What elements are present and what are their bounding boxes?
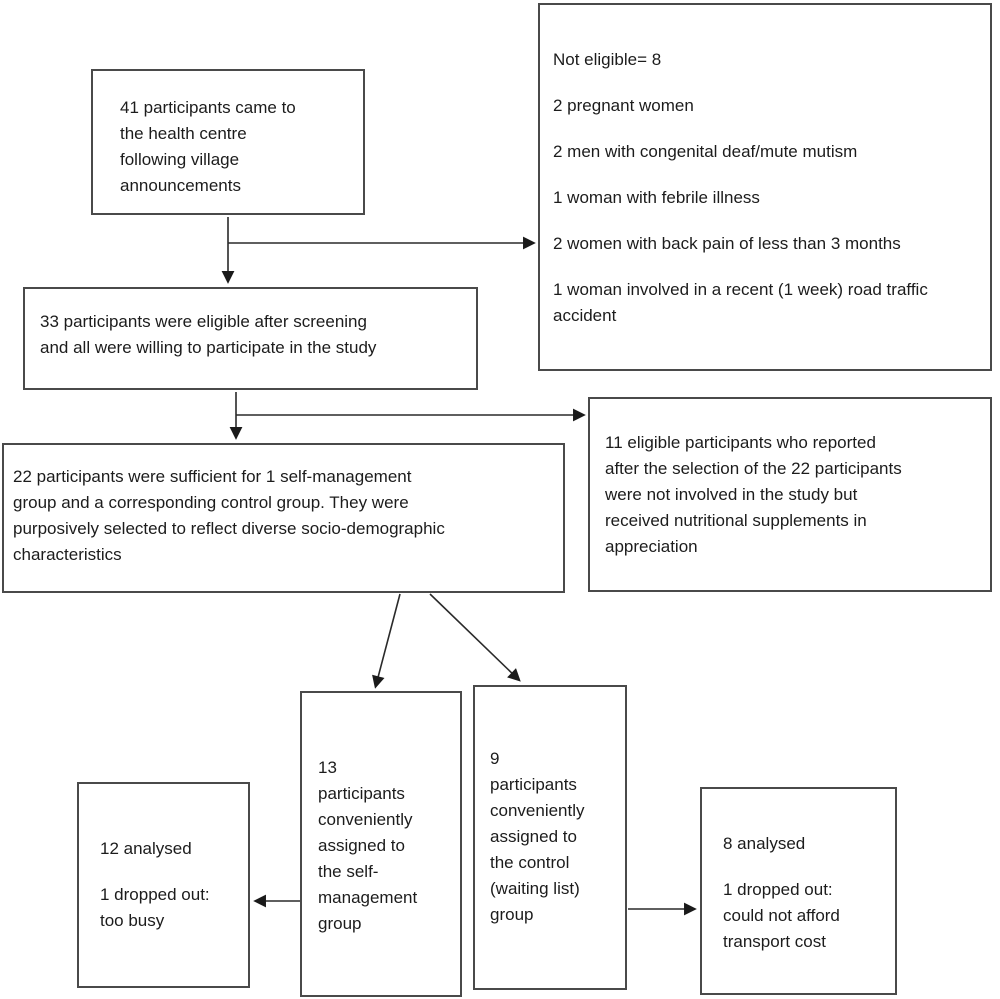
text-line: 13 [318, 758, 337, 777]
arrow-selected-to-self-management-group [372, 593, 401, 689]
box-control-analysed: 8 analysed 1 dropped out: could not affo… [700, 787, 897, 995]
text-line: group and a corresponding control group.… [13, 493, 409, 512]
text-line: assigned to [490, 827, 577, 846]
box-not-eligible: Not eligible= 8 2 pregnant women 2 men w… [538, 3, 992, 371]
box-control-group: 9 participants conveniently assigned to … [473, 685, 627, 990]
text-line: conveniently [318, 810, 413, 829]
text-line: the self- [318, 862, 379, 881]
text-line: group [490, 905, 534, 924]
text-line: 33 participants were eligible after scre… [40, 312, 367, 331]
text-line: announcements [120, 176, 241, 195]
text-line: participants [490, 775, 577, 794]
text-line: 41 participants came to [120, 98, 296, 117]
text-line: after the selection of the 22 participan… [605, 459, 902, 478]
text-line: group [318, 914, 362, 933]
text-line: 11 eligible participants who reported [605, 433, 876, 452]
text-line: participants [318, 784, 405, 803]
text-line: purposively selected to reflect diverse … [13, 519, 445, 538]
text-line: 1 woman with febrile illness [553, 188, 760, 207]
text-line: the control [490, 853, 570, 872]
text-line: assigned to [318, 836, 405, 855]
text-line: management [318, 888, 418, 907]
arrow-selected-to-control-group [429, 593, 521, 682]
box-self-management-analysed: 12 analysed 1 dropped out: too busy [77, 782, 250, 988]
text-line: 22 participants were sufficient for 1 se… [13, 467, 412, 486]
text-line: received nutritional supplements in [605, 511, 867, 530]
text-line: and all were willing to participate in t… [40, 338, 377, 357]
box-self-management-group: 13 participants conveniently assigned to… [300, 691, 462, 997]
text-line: 12 analysed [100, 839, 192, 858]
text-line: 2 pregnant women [553, 96, 694, 115]
text-line: were not involved in the study but [605, 485, 858, 504]
text-line: 1 woman involved in a recent (1 week) ro… [553, 280, 928, 325]
box-selected: 22 participants were sufficient for 1 se… [2, 443, 565, 593]
text-line: 2 women with back pain of less than 3 mo… [553, 234, 901, 253]
text-line: appreciation [605, 537, 698, 556]
text-line: 2 men with congenital deaf/mute mutism [553, 142, 858, 161]
text-line: following village [120, 150, 240, 169]
text-line: characteristics [13, 545, 122, 564]
text-line: transport cost [723, 932, 826, 951]
text-line: (waiting list) [490, 879, 580, 898]
text-line: too busy [100, 911, 165, 930]
text-line: 9 [490, 749, 500, 768]
box-arrived: 41 participants came to the health centr… [91, 69, 365, 215]
text-line: conveniently [490, 801, 585, 820]
box-eligible: 33 participants were eligible after scre… [23, 287, 478, 390]
text-line: could not afford [723, 906, 840, 925]
text-line: 1 dropped out: [723, 880, 833, 899]
text-line: Not eligible= 8 [553, 50, 662, 69]
box-late-reporters: 11 eligible participants who reported af… [588, 397, 992, 592]
text-line: the health centre [120, 124, 247, 143]
text-line: 1 dropped out: [100, 885, 210, 904]
text-line: 8 analysed [723, 834, 806, 853]
